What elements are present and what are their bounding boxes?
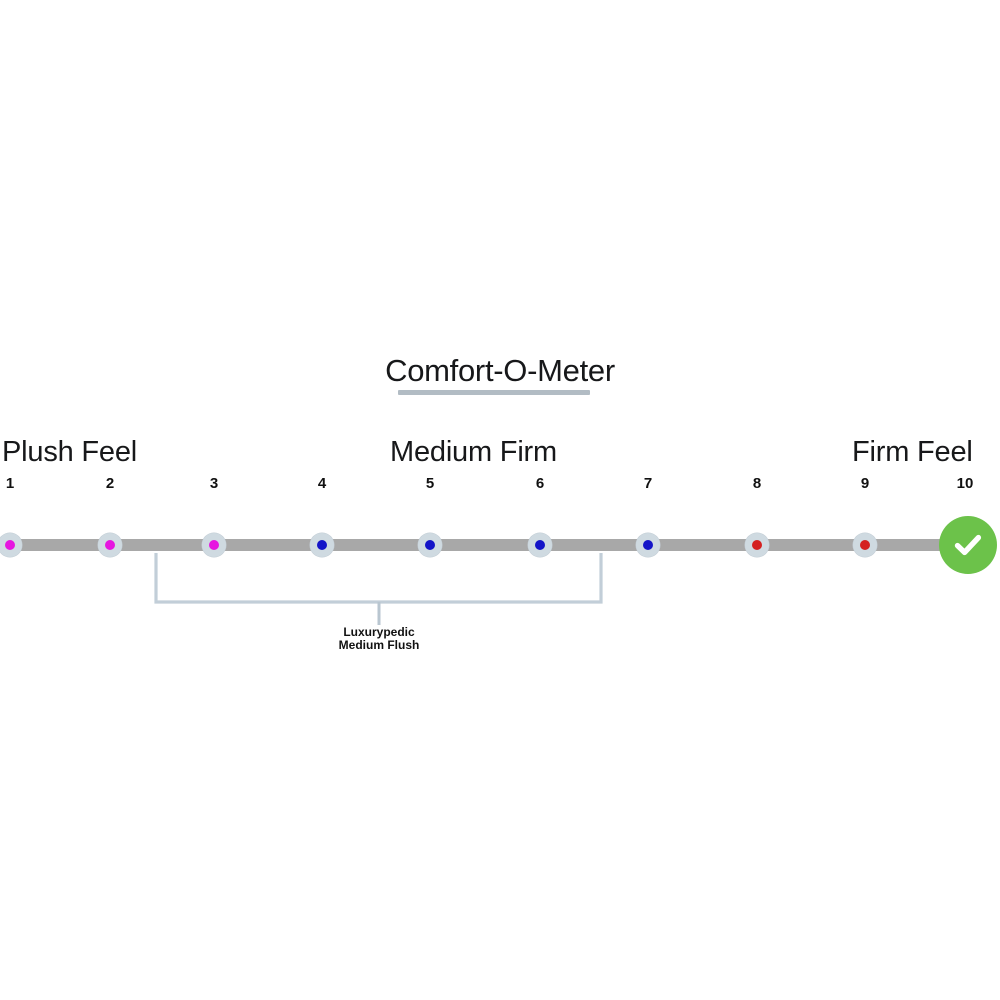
chart-title-block: Comfort-O-Meter [0,352,1000,395]
tick-number-3: 3 [209,475,219,492]
annotation-label: Luxurypedic Medium Flush [229,626,529,651]
check-icon [954,534,982,556]
annotation-line-1: Luxurypedic [343,625,415,639]
scale-dot-core-2 [105,540,115,550]
tick-number-7: 7 [643,475,653,492]
scale-dot-3[interactable] [202,533,226,557]
scale-dot-2[interactable] [98,533,122,557]
scale-dot-9[interactable] [853,533,877,557]
scale-dot-core-3 [209,540,219,550]
annotation-line-2: Medium Flush [338,637,420,652]
scale-track [0,539,975,551]
tick-number-1: 1 [5,475,15,492]
scale-dot-core-5 [425,540,435,550]
zone-label-firm-feel: Firm Feel [852,436,973,468]
scale-dot-6[interactable] [528,533,552,557]
scale-dot-4[interactable] [310,533,334,557]
scale-dot-core-4 [317,540,327,550]
tick-number-2: 2 [105,475,115,492]
title-underline-rule [398,390,590,395]
tick-number-9: 9 [860,475,870,492]
scale-dot-7[interactable] [636,533,660,557]
page-title: Comfort-O-Meter [385,353,615,388]
tick-number-4: 4 [317,475,327,492]
scale-dot-core-8 [752,540,762,550]
scale-dot-core-7 [643,540,653,550]
tick-number-5: 5 [425,475,435,492]
zone-label-medium-firm: Medium Firm [390,436,557,468]
selected-position-check-badge[interactable] [939,516,997,574]
tick-number-8: 8 [752,475,762,492]
scale-dot-5[interactable] [418,533,442,557]
scale-dot-core-6 [535,540,545,550]
scale-dot-core-1 [5,540,15,550]
scale-dot-core-9 [860,540,870,550]
scale-dot-1[interactable] [0,533,22,557]
tick-number-10: 10 [956,475,974,492]
tick-number-6: 6 [535,475,545,492]
zone-label-plush-feel: Plush Feel [2,436,138,468]
scale-dot-8[interactable] [745,533,769,557]
